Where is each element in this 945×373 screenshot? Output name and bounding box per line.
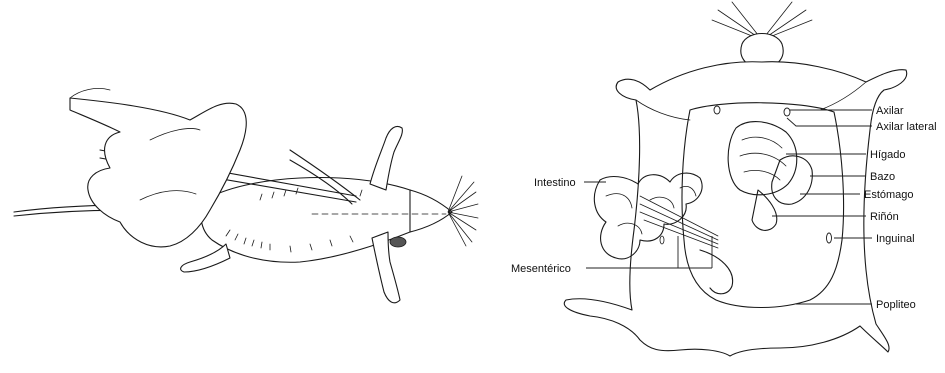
label-intestino: Intestino [534,177,576,189]
label-inguinal: Inguinal [876,233,915,245]
label-estomago: Estómago [864,189,914,201]
label-rinon: Riñón [870,211,899,223]
label-higado: Hígado [870,149,905,161]
label-axilar: Axilar [876,105,904,117]
label-mesenterico: Mesentérico [511,263,571,275]
left-mouse-dissection-illustration [14,88,478,302]
label-popliteo: Popliteo [876,299,916,311]
label-axilar-lateral: Axilar lateral [876,121,937,133]
right-mouse-lymph-node-diagram [564,2,906,356]
label-intestino-group: Intestino [534,177,606,189]
label-bazo: Bazo [870,171,895,183]
